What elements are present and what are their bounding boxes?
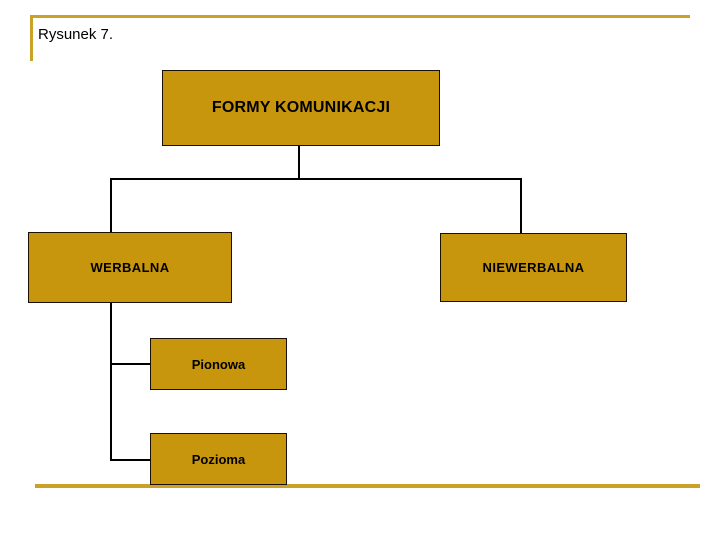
connector-horizontal-bus: [110, 178, 522, 180]
figure-caption: Rysunek 7.: [38, 26, 114, 43]
node-label: FORMY KOMUNIKACJI: [211, 99, 391, 116]
connector-branch-pozioma: [110, 459, 151, 461]
node-label: Pozioma: [191, 451, 246, 467]
connector-root-stem: [298, 146, 300, 179]
frame-bottom-rule: [35, 484, 700, 488]
frame-left-rule: [30, 15, 33, 61]
connector-drop-werbalna: [110, 178, 112, 233]
node-pionowa[interactable]: Pionowa: [150, 338, 287, 390]
connector-spine-werbalna: [110, 303, 112, 460]
node-formy-komunikacji[interactable]: FORMY KOMUNIKACJI: [162, 70, 440, 146]
connector-branch-pionowa: [110, 363, 151, 365]
node-niewerbalna[interactable]: NIEWERBALNA: [440, 233, 627, 302]
node-label: NIEWERBALNA: [482, 260, 585, 275]
node-pozioma[interactable]: Pozioma: [150, 433, 287, 485]
node-werbalna[interactable]: WERBALNA: [28, 232, 232, 303]
connector-drop-niewerbalna: [520, 178, 522, 234]
node-label: WERBALNA: [90, 260, 170, 275]
frame-top-rule: [30, 15, 690, 18]
node-label: Pionowa: [191, 356, 246, 372]
